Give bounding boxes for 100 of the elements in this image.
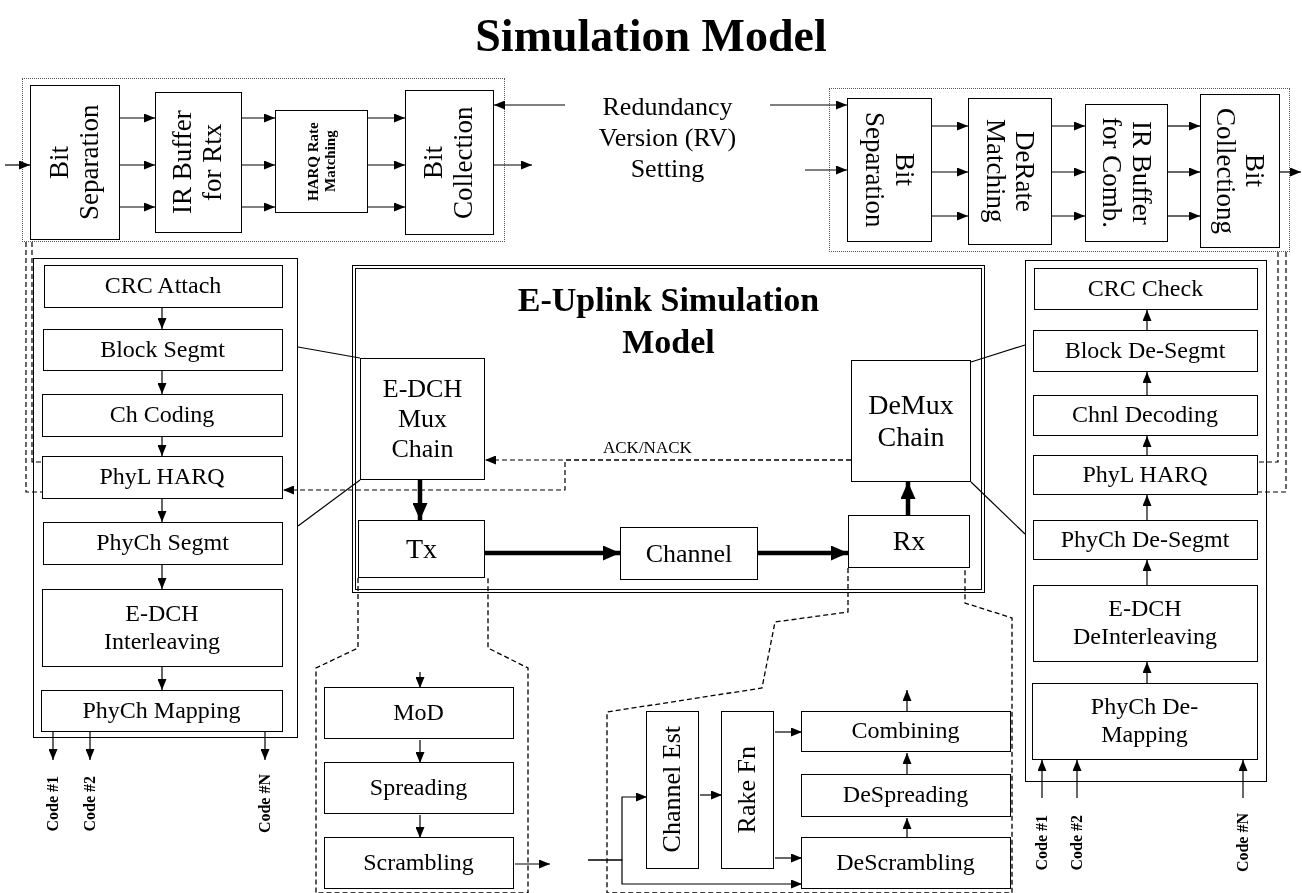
arrow [157, 370, 167, 395]
arrow [1142, 435, 1152, 456]
arrow [1051, 121, 1086, 131]
arrow [1051, 167, 1086, 177]
arrow [157, 498, 167, 523]
connector-line [297, 346, 361, 359]
arrow [758, 545, 848, 561]
arrow [415, 739, 425, 764]
arrow [1167, 167, 1201, 177]
arrow [241, 113, 276, 123]
diagram-title: Simulation Model [474, 9, 828, 63]
model-frame [352, 265, 985, 593]
group-outline [33, 258, 298, 738]
process-box: CRC Check [1033, 267, 1258, 310]
process-box: PhyCh De-Mapping [1031, 682, 1258, 760]
arrow [902, 689, 912, 713]
process-box: Chnl Decoding [1032, 394, 1258, 436]
connector-line [297, 479, 361, 527]
process-box: IR Buffer for Comb. [1084, 103, 1168, 242]
arrow [157, 436, 167, 457]
process-box: PhyCh De-Segmt [1032, 519, 1258, 560]
arrow [157, 307, 167, 330]
connector-line [970, 481, 1026, 535]
arrow [769, 100, 848, 110]
process-box: DeSpreading [800, 773, 1011, 817]
arrow [1142, 371, 1152, 396]
arrow [241, 160, 276, 170]
process-box: IR Buffer for Rtx [154, 91, 242, 233]
process-box: Scrambling [323, 836, 514, 889]
arrow [119, 160, 156, 170]
process-box: Tx [358, 520, 485, 578]
arrow [1142, 559, 1152, 586]
arrow [367, 202, 406, 212]
process-box: Bit Collection [404, 89, 494, 235]
process-box: MoD [323, 686, 514, 739]
arrow [85, 731, 95, 761]
arrow [1072, 759, 1082, 799]
code-label: Code #N [253, 760, 277, 848]
process-box: Channel [620, 527, 758, 580]
process-box: Rake Fn [720, 710, 774, 869]
arrow [774, 727, 803, 737]
arrow [367, 160, 406, 170]
arrow [804, 165, 848, 175]
arrow [157, 666, 167, 691]
arrow [1142, 309, 1152, 331]
arrow [119, 202, 156, 212]
arrow [514, 859, 551, 869]
process-box: DeRate Matching [967, 97, 1052, 245]
expansion-outline [605, 568, 1015, 893]
process-box: E-DCH Interleaving [41, 588, 283, 667]
arrow [1142, 661, 1152, 684]
code-label: Code #N [1231, 798, 1255, 888]
arrow [119, 113, 156, 123]
arrow [1167, 121, 1201, 131]
process-box: PhyCh Mapping [40, 689, 283, 732]
process-box: Block Segmt [42, 328, 283, 371]
arrow [699, 790, 723, 800]
connector-line [970, 344, 1026, 363]
arrow [1142, 494, 1152, 521]
process-box: Block De-Segmt [1032, 329, 1258, 372]
arrow [241, 202, 276, 212]
process-box: PhyL HARQ [41, 455, 283, 499]
arrow [1037, 759, 1047, 799]
code-label: Code #1 [1030, 798, 1054, 888]
process-box: E-DCH Mux Chain [360, 358, 485, 480]
arrow [774, 853, 803, 863]
process-box: Combining [800, 710, 1011, 752]
arrow [415, 814, 425, 839]
group-outline [22, 78, 505, 242]
process-box: Rx [848, 515, 970, 568]
group-outline [1025, 260, 1267, 782]
arrow [1238, 759, 1248, 799]
arrow [931, 211, 969, 221]
arrow [902, 752, 912, 776]
process-box: Channel Est [645, 710, 699, 869]
arrow [48, 731, 58, 761]
arrow [931, 167, 969, 177]
process-box: Bit Collectiong [1199, 93, 1280, 248]
arrow [900, 482, 916, 515]
process-box: HARQ Rate Matching [274, 109, 368, 213]
arrow [493, 100, 566, 110]
code-label: Code #2 [78, 760, 102, 848]
code-label: Code #2 [1065, 798, 1089, 888]
arrow [282, 459, 852, 495]
arrow [367, 113, 406, 123]
arrow [4, 160, 31, 170]
arrow [902, 817, 912, 839]
arrow [1279, 167, 1302, 177]
process-box: PhyCh Segmt [42, 521, 283, 565]
annotation-text: Redundancy Version (RV) Setting [565, 80, 770, 195]
connector-line [1257, 251, 1287, 493]
arrow [260, 731, 270, 761]
arrow [412, 480, 428, 520]
process-box: E-DCH DeInterleaving [1032, 584, 1258, 662]
process-box: DeMux Chain [851, 360, 971, 482]
arrow [931, 121, 969, 131]
arrow [587, 859, 803, 889]
process-box: Bit Separation [846, 97, 932, 242]
process-box: Spreading [323, 761, 514, 814]
frame-title: E-Uplink Simulation Model [516, 280, 821, 362]
